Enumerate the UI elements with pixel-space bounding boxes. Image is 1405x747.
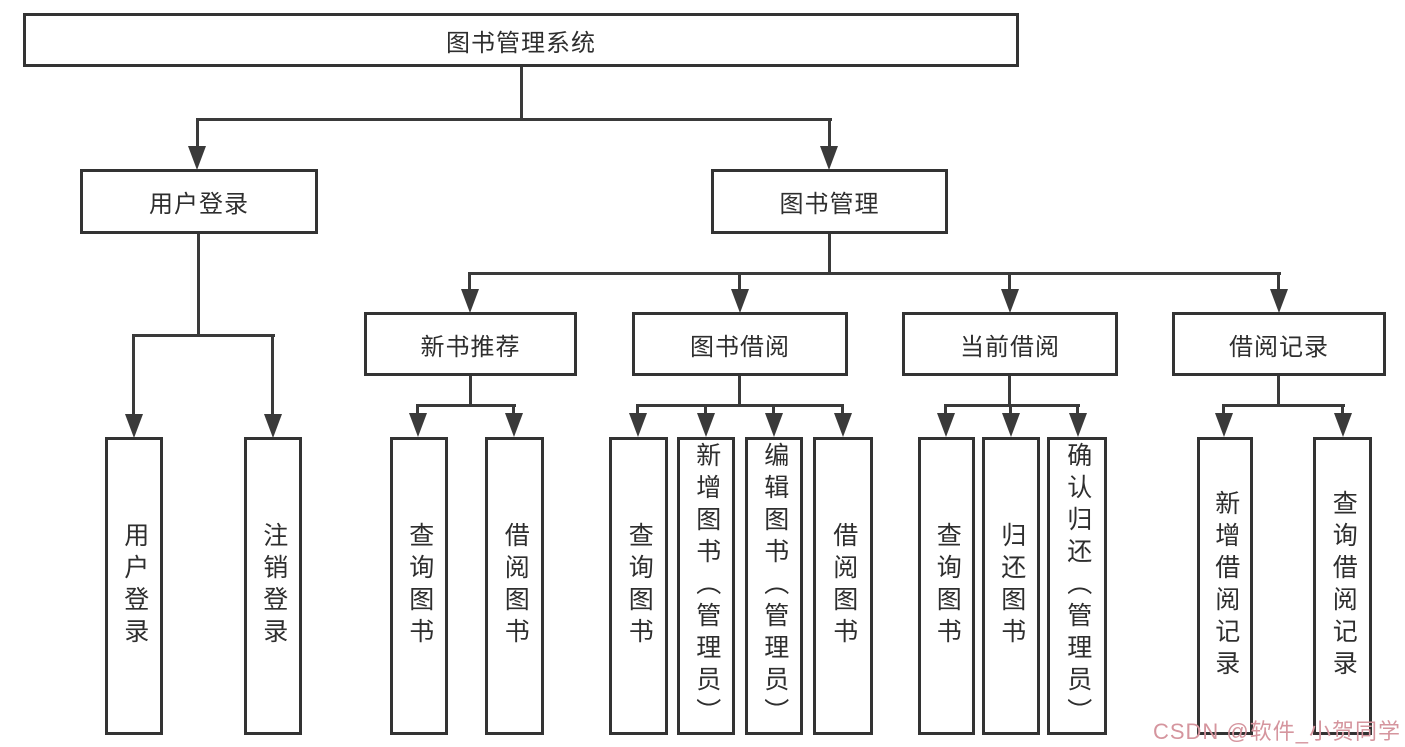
connector-line: [1008, 376, 1011, 406]
connector-line: [1222, 404, 1345, 407]
connector-line: [1008, 272, 1011, 292]
csdn-watermark: CSDN @软件_小贺同学: [1152, 719, 1401, 744]
arrowhead: [765, 413, 783, 437]
connector-line: [468, 272, 1281, 275]
node-library-management-system: 图书管理系统: [23, 13, 1019, 67]
arrowhead: [697, 413, 715, 437]
leaf-logout: 注销登录: [244, 437, 302, 735]
leaf-return-books: 归还图书: [982, 437, 1040, 735]
connector-line: [469, 376, 472, 406]
connector-line: [704, 404, 707, 416]
arrowhead: [125, 414, 143, 438]
arrowhead: [629, 413, 647, 437]
leaf-user-login: 用户登录: [105, 437, 163, 735]
connector-line: [828, 234, 831, 274]
connector-line: [197, 234, 200, 336]
arrowhead: [1002, 413, 1020, 437]
connector-line: [1076, 404, 1079, 416]
connector-line: [841, 404, 844, 416]
connector-line: [416, 404, 419, 416]
arrowhead: [264, 414, 282, 438]
connector-line: [132, 334, 275, 337]
node-new-book-recommendation: 新书推荐: [364, 312, 577, 376]
leaf-query-books: 查询图书: [609, 437, 668, 735]
connector-line: [738, 272, 741, 292]
arrowhead: [188, 146, 206, 170]
node-borrowing-records: 借阅记录: [1172, 312, 1386, 376]
connector-line: [772, 404, 775, 416]
leaf-edit-books-admin: 编辑图书（管理员）: [745, 437, 803, 735]
arrowhead: [409, 413, 427, 437]
arrowhead: [834, 413, 852, 437]
arrowhead: [505, 413, 523, 437]
node-user-login: 用户登录: [80, 169, 318, 234]
arrowhead: [820, 146, 838, 170]
connector-line: [271, 334, 274, 416]
connector-line: [636, 404, 639, 416]
arrowhead: [937, 413, 955, 437]
leaf-add-borrow-record: 新增借阅记录: [1197, 437, 1253, 735]
connector-line: [196, 118, 199, 150]
arrowhead: [731, 289, 749, 313]
leaf-query-books: 查询图书: [918, 437, 975, 735]
leaf-query-borrow-records: 查询借阅记录: [1313, 437, 1372, 735]
connector-line: [132, 334, 135, 416]
connector-line: [1277, 376, 1280, 406]
connector-line: [738, 376, 741, 406]
leaf-confirm-return-admin: 确认归还（管理员）: [1047, 437, 1107, 735]
leaf-borrow-books: 借阅图书: [485, 437, 544, 735]
node-book-borrowing: 图书借阅: [632, 312, 848, 376]
connector-line: [1277, 272, 1280, 292]
connector-line: [512, 404, 515, 416]
leaf-borrow-books: 借阅图书: [813, 437, 873, 735]
connector-line: [1222, 404, 1225, 416]
arrowhead: [1215, 413, 1233, 437]
connector-line: [1009, 404, 1012, 416]
connector-line: [636, 404, 844, 407]
arrowhead: [1001, 289, 1019, 313]
node-current-borrowing: 当前借阅: [902, 312, 1118, 376]
connector-line: [944, 404, 947, 416]
connector-line: [944, 404, 1080, 407]
connector-line: [520, 67, 523, 120]
leaf-query-books: 查询图书: [390, 437, 448, 735]
arrowhead: [1069, 413, 1087, 437]
connector-line: [1341, 404, 1344, 416]
arrowhead: [1270, 289, 1288, 313]
connector-line: [828, 118, 831, 150]
arrowhead: [1334, 413, 1352, 437]
leaf-add-books-admin: 新增图书（管理员）: [677, 437, 735, 735]
arrowhead: [461, 289, 479, 313]
connector-line: [196, 118, 832, 121]
node-book-management: 图书管理: [711, 169, 948, 234]
connector-line: [416, 404, 516, 407]
connector-line: [468, 272, 471, 292]
